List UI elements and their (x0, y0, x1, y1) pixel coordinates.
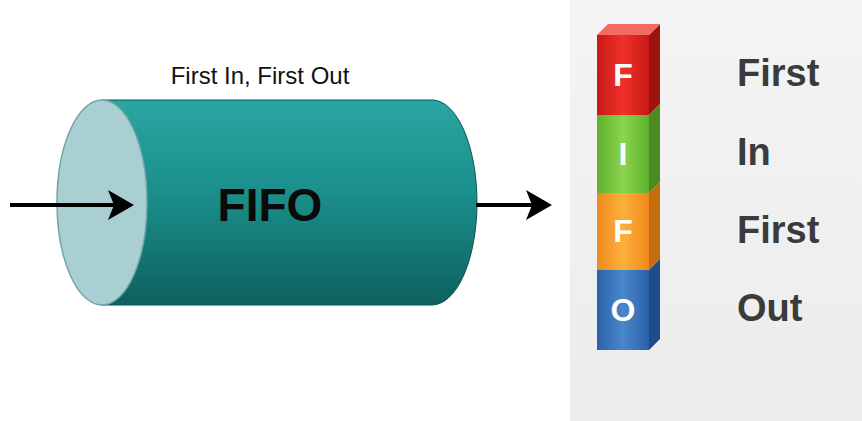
block-front (597, 270, 649, 350)
block-shape (597, 103, 663, 193)
letter-block: FFirst (597, 193, 649, 270)
block-letter: F (597, 193, 649, 270)
block-word: In (737, 130, 771, 174)
block-side (649, 259, 660, 350)
block-side (649, 104, 660, 193)
block-front (597, 35, 649, 115)
node-heading: First In, First Out (40, 62, 480, 90)
block-front (597, 193, 649, 270)
block-letter: F (597, 35, 649, 115)
queue-cylinder: First In, First OutFIFO (40, 60, 480, 320)
block-letter: O (597, 270, 649, 350)
block-letter: I (597, 115, 649, 193)
letter-block: FFirst (597, 35, 649, 115)
block-top (597, 24, 660, 35)
cylinder-face (57, 100, 147, 305)
block-front (597, 115, 649, 193)
output-arrow (476, 203, 540, 207)
block-side (649, 182, 660, 270)
letter-block: OOut (597, 270, 649, 350)
block-word: First (737, 51, 819, 95)
letter-block: IIn (597, 115, 649, 193)
block-side (649, 24, 660, 115)
node-body: FIFO (60, 178, 480, 232)
block-word: Out (737, 286, 802, 330)
output-arrow-head (526, 190, 552, 220)
block-word: First (737, 208, 819, 252)
